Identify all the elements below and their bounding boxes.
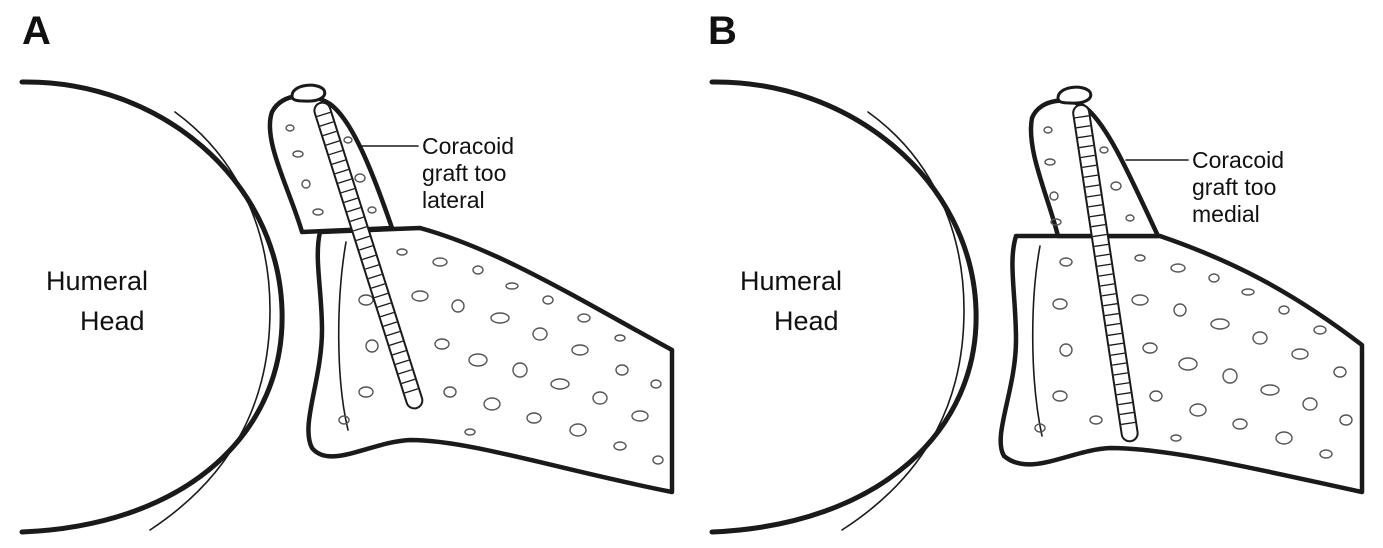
panel-b-callout-line1: Coracoid xyxy=(1192,147,1284,173)
panel-a-humeral-label-line2: Head xyxy=(80,306,145,336)
panel-a-callout-line3: lateral xyxy=(422,187,485,213)
panel-a-humeral-head: Humeral Head xyxy=(22,82,282,532)
panel-a: A Humeral Head xyxy=(22,9,672,532)
panel-b-letter: B xyxy=(708,9,737,53)
panel-a-screw-head xyxy=(292,85,325,101)
panel-b-screw-head xyxy=(1058,87,1091,103)
panel-a-callout-line2: graft too xyxy=(422,160,506,186)
panel-b-callout-line2: graft too xyxy=(1192,174,1276,200)
panel-b: B Humeral Head xyxy=(708,9,1362,532)
panel-a-humeral-label-line1: Humeral xyxy=(46,266,148,296)
panel-a-letter: A xyxy=(22,9,51,53)
panel-b-callout-line3: medial xyxy=(1192,201,1260,227)
panel-b-glenoid xyxy=(1001,236,1362,492)
panel-b-humeral-label-line1: Humeral xyxy=(740,266,842,296)
panel-b-humeral-head: Humeral Head xyxy=(712,82,976,532)
panel-a-callout-line1: Coracoid xyxy=(422,133,514,159)
panel-b-humeral-label-line2: Head xyxy=(774,306,839,336)
